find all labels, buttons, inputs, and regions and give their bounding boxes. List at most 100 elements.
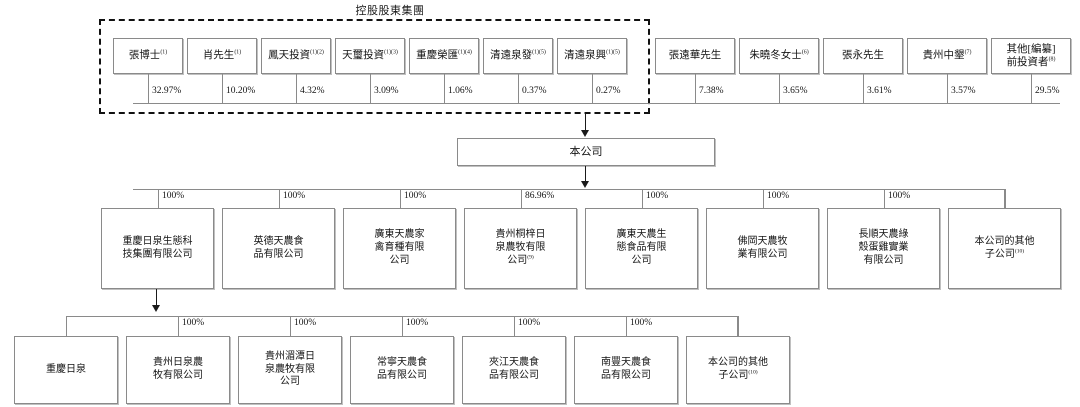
shareholder-box[interactable]: 張遠華先生 — [655, 38, 735, 74]
connector-subsidiary-to-leaves — [156, 289, 158, 307]
subsidiary-name: 本公司的其他子公司(10) — [974, 235, 1035, 260]
shareholder-box[interactable]: 張博士(1) — [113, 38, 183, 74]
shareholder-box[interactable]: 清遠泉發(1)(5) — [483, 38, 553, 74]
leaf-subsidiary-box[interactable]: 南豐天農食品有限公司 — [574, 336, 678, 404]
leaf-stub-line — [738, 316, 739, 336]
leaf-stub-line — [290, 316, 291, 336]
subsidiary-bus-line — [133, 189, 1005, 190]
subsidiary-name: 貴州桐梓日泉農牧有限公司(9) — [495, 229, 546, 266]
footnote-marker: (1)(3) — [384, 49, 398, 56]
bus-end-cap — [737, 316, 738, 336]
shareholder-box[interactable]: 貴州中墾(7) — [907, 38, 987, 74]
shareholder-box[interactable]: 其他[編纂]前投資者(8) — [991, 38, 1071, 74]
subsidiary-box[interactable]: 佛岡天農牧業有限公司 — [706, 208, 819, 289]
shareholder-stub-line — [444, 74, 445, 103]
leaf-subsidiary-name: 夾江天農食品有限公司 — [489, 357, 539, 381]
shareholder-box[interactable]: 肖先生(1) — [187, 38, 257, 74]
subsidiary-box[interactable]: 廣東天農生態食品有限公司 — [585, 208, 698, 289]
leaf-stub-line — [514, 316, 515, 336]
shareholder-stub-line — [695, 74, 696, 103]
shareholder-percentage: 4.32% — [300, 86, 325, 96]
subsidiary-box[interactable]: 英德天農食品有限公司 — [222, 208, 335, 289]
shareholder-name: 其他[編纂]前投資者(8) — [1006, 43, 1056, 68]
shareholder-name: 張遠華先生 — [668, 50, 722, 62]
shareholder-percentage: 32.97% — [152, 86, 182, 96]
subsidiary-stub-line — [158, 189, 159, 208]
shareholder-box[interactable]: 清遠泉興(1)(5) — [557, 38, 627, 74]
shareholder-bus-line — [133, 103, 1060, 104]
shareholder-name: 清遠泉興(1)(5) — [564, 49, 620, 62]
leaf-subsidiary-box[interactable]: 貴州湄潭日泉農牧有限公司 — [238, 336, 342, 404]
leaf-stub-line — [626, 316, 627, 336]
shareholder-stub-line — [296, 74, 297, 103]
leaf-subsidiary-name: 重慶日泉 — [46, 363, 86, 375]
subsidiary-stub-line — [884, 189, 885, 208]
shareholder-stub-line — [592, 74, 593, 103]
footnote-marker: (7) — [964, 49, 972, 56]
leaf-stub-line — [402, 316, 403, 336]
company-box[interactable]: 本公司 — [457, 138, 715, 166]
shareholder-percentage: 3.57% — [951, 86, 976, 96]
leaf-subsidiary-name: 南豐天農食品有限公司 — [601, 357, 651, 381]
footnote-marker: (10) — [1014, 248, 1025, 255]
subsidiary-name: 廣東天農家禽育種有限公司 — [374, 229, 425, 266]
shareholder-box[interactable]: 朱曉冬女士(6) — [739, 38, 819, 74]
leaf-subsidiary-box[interactable]: 夾江天農食品有限公司 — [462, 336, 566, 404]
footnote-marker: (6) — [801, 49, 809, 56]
connector-to-company — [585, 114, 587, 131]
leaf-stub-line — [178, 316, 179, 336]
subsidiary-percentage: 100% — [404, 191, 427, 201]
subsidiary-box[interactable]: 貴州桐梓日泉農牧有限公司(9) — [464, 208, 577, 289]
leaf-subsidiary-box[interactable]: 本公司的其他子公司(10) — [686, 336, 790, 404]
leaf-subsidiary-name: 貴州湄潭日泉農牧有限公司 — [265, 350, 315, 388]
subsidiary-stub-line — [763, 189, 764, 208]
subsidiary-stub-line — [1005, 189, 1006, 208]
shareholder-stub-line — [222, 74, 223, 103]
shareholder-stub-line — [148, 74, 149, 103]
subsidiary-stub-line — [279, 189, 280, 208]
subsidiary-name: 佛岡天農牧業有限公司 — [737, 235, 788, 260]
connector-company-to-subsidiaries — [585, 166, 587, 183]
footnote-marker: (1) — [234, 49, 242, 56]
shareholder-box[interactable]: 天璽投資(1)(3) — [335, 38, 405, 74]
shareholder-stub-line — [1031, 74, 1032, 103]
arrow-to-company-icon — [581, 130, 589, 137]
footnote-marker: (9) — [527, 254, 534, 261]
leaf-subsidiary-box[interactable]: 貴州日泉農牧有限公司 — [126, 336, 230, 404]
leaf-subsidiary-box[interactable]: 常寧天農食品有限公司 — [350, 336, 454, 404]
footnote-marker: (1)(4) — [458, 49, 472, 56]
shareholder-box[interactable]: 重慶榮匯(1)(4) — [409, 38, 479, 74]
subsidiary-name: 長順天農綠殼蛋雞實業有限公司 — [858, 229, 909, 266]
subsidiary-stub-line — [521, 189, 522, 208]
subsidiary-box[interactable]: 廣東天農家禽育種有限公司 — [343, 208, 456, 289]
shareholder-percentage: 3.65% — [783, 86, 808, 96]
leaf-subsidiary-box[interactable]: 重慶日泉 — [14, 336, 118, 404]
shareholder-name: 張博士(1) — [128, 49, 168, 62]
footnote-marker: (1)(2) — [310, 49, 324, 56]
shareholder-name: 朱曉冬女士(6) — [749, 49, 809, 62]
shareholder-stub-line — [947, 74, 948, 103]
shareholder-name: 清遠泉發(1)(5) — [490, 49, 546, 62]
controlling-shareholder-group-title: 控股股東集團 — [355, 5, 425, 17]
shareholder-percentage: 10.20% — [226, 86, 256, 96]
subsidiary-percentage: 100% — [888, 191, 911, 201]
subsidiary-name: 英德天農食品有限公司 — [253, 235, 304, 260]
subsidiary-percentage: 100% — [162, 191, 185, 201]
shareholder-name: 天璽投資(1)(3) — [342, 49, 398, 62]
leaf-percentage: 100% — [182, 318, 205, 328]
shareholder-stub-line — [370, 74, 371, 103]
shareholder-percentage: 29.5% — [1035, 86, 1060, 96]
company-label: 本公司 — [569, 145, 603, 158]
leaf-subsidiary-name: 貴州日泉農牧有限公司 — [153, 357, 203, 381]
subsidiary-box[interactable]: 重慶日泉生態科技集團有限公司 — [101, 208, 214, 289]
subsidiary-stub-line — [400, 189, 401, 208]
subsidiary-name: 廣東天農生態食品有限公司 — [616, 229, 667, 266]
shareholder-box[interactable]: 張永先生 — [823, 38, 903, 74]
leaf-percentage: 100% — [406, 318, 429, 328]
subsidiary-box[interactable]: 本公司的其他子公司(10) — [948, 208, 1061, 289]
shareholder-box[interactable]: 鳳天投資(1)(2) — [261, 38, 331, 74]
shareholder-name: 肖先生(1) — [202, 49, 242, 62]
shareholder-name: 貴州中墾(7) — [922, 49, 972, 62]
subsidiary-box[interactable]: 長順天農綠殼蛋雞實業有限公司 — [827, 208, 940, 289]
